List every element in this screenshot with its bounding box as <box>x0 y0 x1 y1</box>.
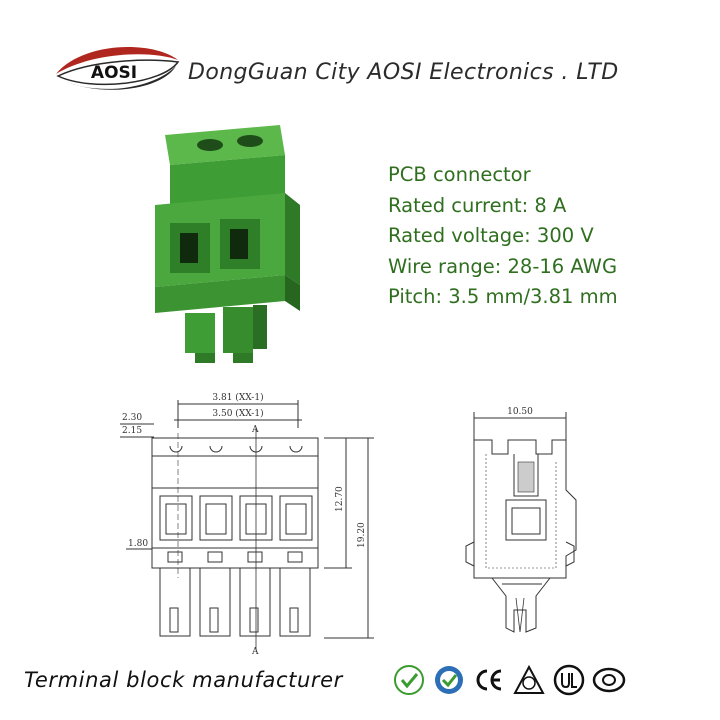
connector-photo <box>155 125 300 363</box>
spec-list: PCB connector Rated current: 8 A Rated v… <box>388 160 618 313</box>
cqc-icon <box>592 663 626 697</box>
ce-icon <box>472 663 506 697</box>
dim-215: 2.15 <box>122 426 142 436</box>
dim-180: 1.80 <box>128 539 148 549</box>
side-section-drawing: 10.50 <box>465 407 577 633</box>
spec-type: PCB connector <box>388 163 531 186</box>
spec-voltage: Rated voltage: 300 V <box>388 224 594 247</box>
vde-icon <box>512 663 546 697</box>
mark-a-top: A <box>251 425 259 435</box>
aosi-logo: AOSI <box>56 47 180 90</box>
logo-text: AOSI <box>91 63 137 83</box>
dim-1920: 19.20 <box>357 522 367 548</box>
certification-icons <box>392 662 626 698</box>
spec-pitch: Pitch: 3.5 mm/3.81 mm <box>388 285 618 308</box>
front-technical-drawing: 3.81 (XX-1) 3.50 (XX-1) 2.30 2.15 A 1.80… <box>120 392 374 656</box>
spec-wire-range: Wire range: 28-16 AWG <box>388 254 618 278</box>
dim-pitch-350: 3.50 (XX-1) <box>212 408 263 419</box>
company-name: DongGuan City AOSI Electronics . LTD <box>188 60 619 85</box>
dim-pitch-381: 3.81 (XX-1) <box>212 392 263 403</box>
spec-current: Rated current: 8 A <box>388 193 567 217</box>
dim-1270: 12.70 <box>335 486 345 512</box>
reach-icon <box>432 663 466 697</box>
ul-icon <box>552 663 586 697</box>
dim-230: 2.30 <box>122 413 142 423</box>
mark-a-bottom: A <box>251 647 259 656</box>
tagline: Terminal block manufacturer <box>24 668 343 692</box>
dim-1050: 10.50 <box>507 407 533 417</box>
rohs-icon <box>392 663 426 697</box>
